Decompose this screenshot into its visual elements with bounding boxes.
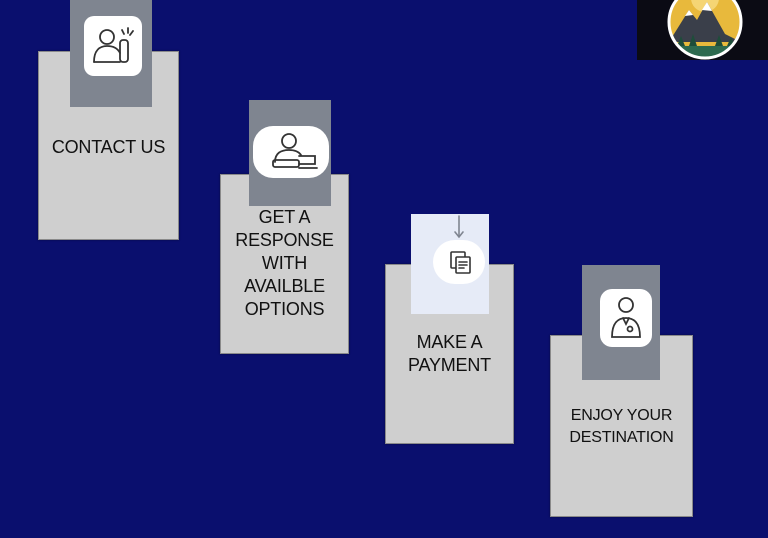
payment-document-icon bbox=[433, 240, 485, 284]
logo-panel bbox=[637, 0, 768, 60]
step-label: GET A RESPONSE WITH AVAILBLE OPTIONS bbox=[235, 207, 334, 319]
traveler-icon bbox=[600, 289, 652, 347]
person-phone-icon bbox=[84, 16, 142, 76]
step-label: MAKE A PAYMENT bbox=[408, 332, 491, 375]
mountain-logo-icon bbox=[667, 0, 743, 60]
step-label: CONTACT US bbox=[51, 137, 166, 157]
person-desk-icon bbox=[253, 126, 329, 178]
step-label: ENJOY YOUR DESTINATION bbox=[569, 407, 674, 446]
